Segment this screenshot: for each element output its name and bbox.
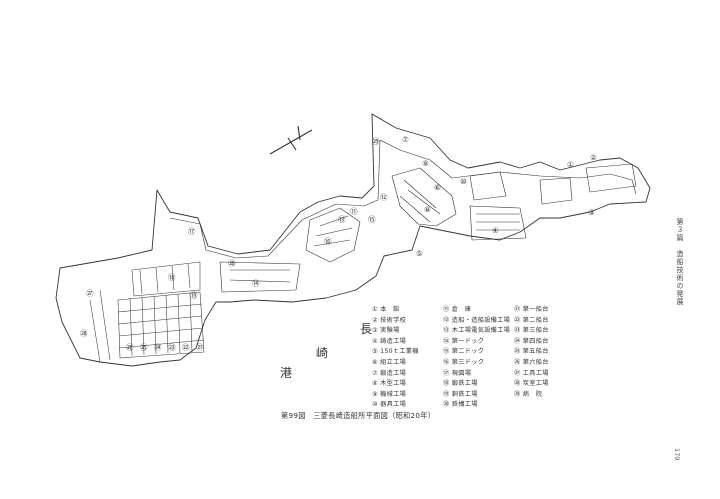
legend-item: ⑦ 鍛造工場 [372,369,407,377]
map-label-29: ㉙ [372,137,380,146]
legend-item: ⑱ 鍛鉄工場 [443,380,478,388]
map-label-13: ⑬ [338,215,346,224]
map-label-20: ⑳ [228,259,236,268]
legend-item: ① 本 館 [372,306,400,313]
side-header: 第３篇 造船技術の発展 [676,218,684,306]
page-number: 179 [673,448,681,461]
north-arrow [269,125,313,155]
map-label-3: ③ [588,208,595,217]
legend-item: ㉖ 第六船台 [514,358,549,366]
map-label-19: ⑲ [190,291,198,300]
legend-item: ⑧ 木型工場 [372,380,407,388]
map-label-5: ⑤ [416,249,423,258]
map-label-14: ⑭ [252,279,260,288]
map-label-9: ⑨ [422,159,429,168]
map-label-7: ⑦ [402,135,409,144]
legend-item: ⑪ 倉 庫 [443,306,472,313]
legend-item: ㉒ 第二船台 [514,316,549,324]
slipways [89,261,205,363]
water-label-ko: 港 [280,366,293,380]
map-label-28: ㉘ [80,329,88,338]
water-label-cho: 長 [360,322,373,336]
map-label-23: ㉓ [168,343,176,352]
legend-item: ⑲ 銅鉄工場 [443,390,478,398]
map-label-15: ⑮ [368,215,376,224]
map-label-10: ⑩ [460,177,467,186]
legend-item: ⑭ 第一ドック [443,337,485,345]
legend-item: ㉓ 第三船台 [514,327,549,335]
map-label-25: ㉕ [140,343,148,352]
figure-caption: 第99図 三菱長崎造船所平面図（昭和20年） [281,411,436,420]
map-label-1: ① [567,160,574,169]
legend-item: ⑥ 組立工場 [372,358,407,366]
legend-item: ⑰ 現図場 [443,369,472,377]
map-label-6: ⑥ [434,183,441,192]
map-label-18: ⑱ [168,273,176,282]
legend-item: ㉕ 第五船台 [514,348,549,356]
legend-col-1: ① 本 館 ② 技術学校 ③ 実験場 ④ 鋳造工場 ⑤ 150ｔ工業機 ⑥ 組立… [372,305,419,411]
legend-item: ④ 鋳造工場 [372,337,407,345]
map-label-4: ④ [492,226,499,235]
map-label-24: ㉔ [154,343,162,352]
map-label-21: ㉑ [196,343,204,352]
legend-item: ⑮ 第二ドック [443,348,485,356]
legend-item: ③ 実験場 [372,327,400,335]
map-label-16: ⑯ [324,237,332,246]
shoreline [55,113,651,367]
map-label-22: ㉒ [182,343,190,352]
water-label-saki: 崎 [316,346,329,360]
inner-road [169,139,637,259]
legend-item: ⑫ 造船・造船設備工場 [443,316,511,324]
legend-item: ㉔ 第四船台 [514,337,549,345]
legend-item: ㉙ 病 院 [514,390,543,398]
legend-item: ② 技術学校 [372,316,407,324]
legend-item: ⑳ 鉄構工場 [443,401,478,409]
map-label-27: ㉗ [86,289,94,298]
legend-item: ⑩ 器具工場 [372,401,407,409]
map-label-2: ② [590,153,597,162]
legend-item: ㉘ 炭室工場 [514,380,549,388]
legend-item: ㉗ 工具工場 [514,369,549,377]
legend-item: ⑤ 150ｔ工業機 [372,348,419,356]
map-label-12: ⑫ [380,193,388,202]
legend-item: ⑨ 機械工場 [372,390,407,398]
legend-col-2: ⑪ 倉 庫 ⑫ 造船・造船設備工場 ⑬ 木工場電気設備工場 ⑭ 第一ドック ⑮ … [443,305,510,411]
legend-item: ⑬ 木工場電気設備工場 [443,327,511,335]
map-label-17: ⑰ [188,227,196,236]
map-label-26: ㉖ [126,343,134,352]
map-label-11: ⑪ [350,207,358,216]
legend-item: ⑯ 第三ドック [443,358,485,366]
legend-item: ㉑ 第一船台 [514,306,549,313]
legend-col-3: ㉑ 第一船台 ㉒ 第二船台 ㉓ 第三船台 ㉔ 第四船台 ㉕ 第五船台 ㉖ 第六船… [514,305,549,400]
map-label-8: ⑧ [424,205,431,214]
